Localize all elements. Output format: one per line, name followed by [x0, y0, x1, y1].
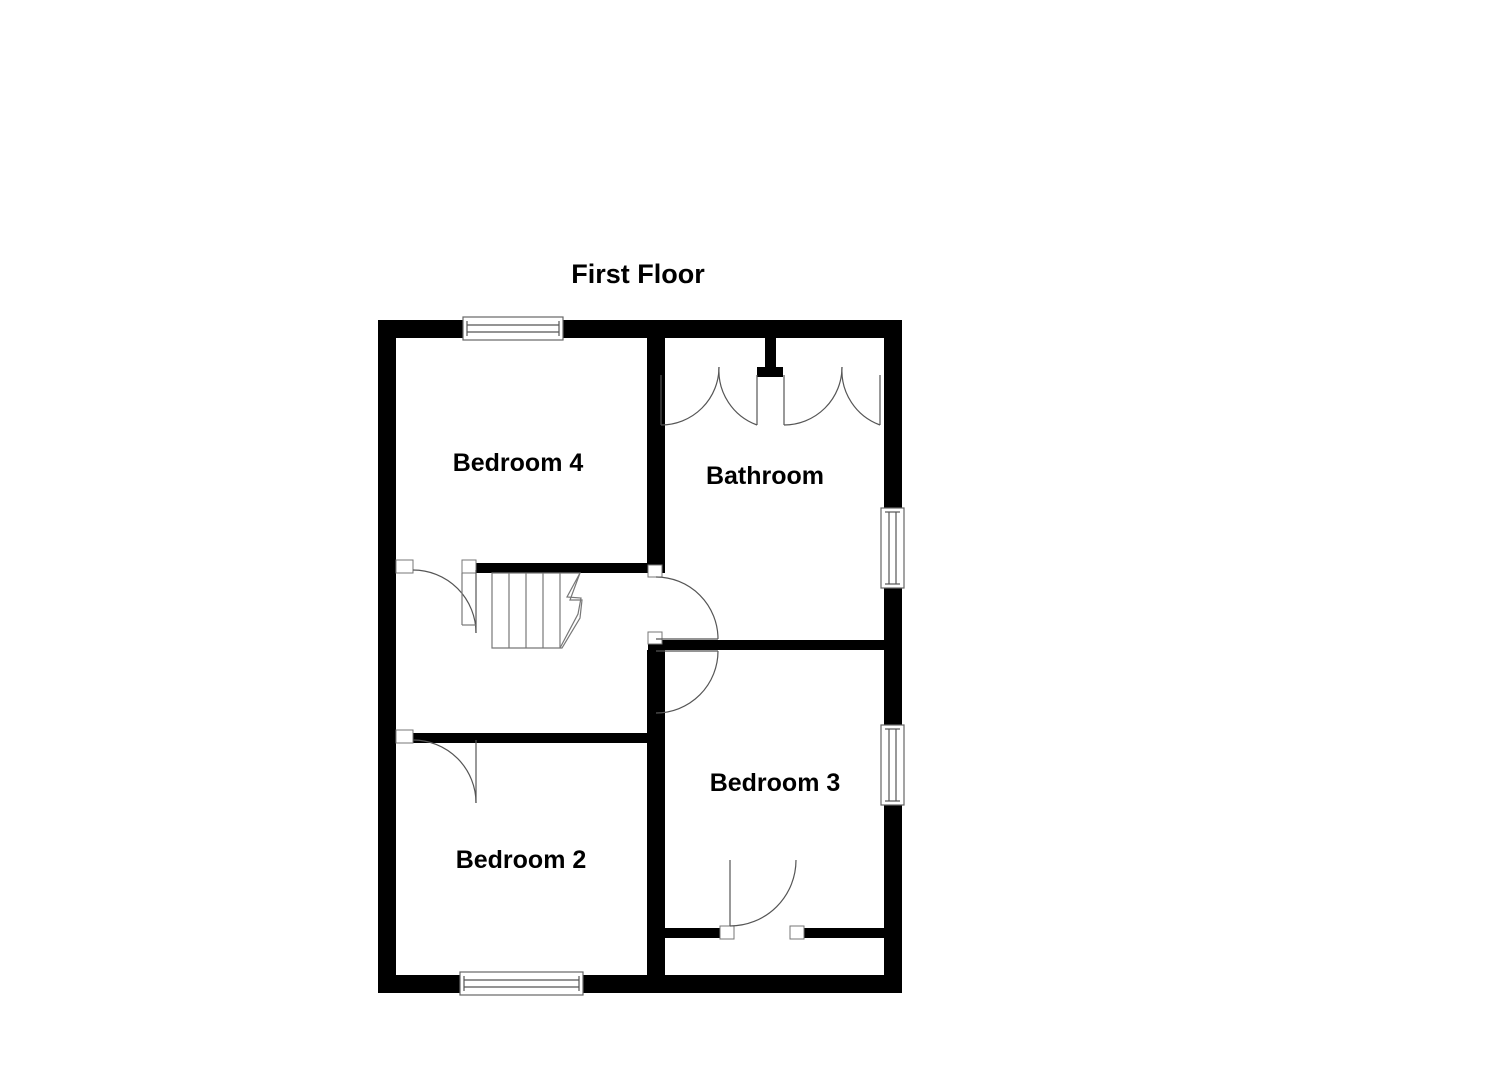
page-title: First Floor: [571, 259, 705, 289]
partition-bedroom4-bottom: [465, 563, 665, 573]
room-labels: Bedroom 4 Bathroom Bedroom 3 Bedroom 2: [453, 449, 841, 874]
door-landing-upper: [655, 576, 719, 640]
partition-bedroom3-bottom-left: [648, 928, 727, 938]
exterior-wall-bottom: [378, 975, 902, 993]
window-bathroom-right: [880, 507, 905, 589]
jamb-stair-top: [461, 559, 477, 574]
staircase: [461, 572, 583, 649]
jamb-bedroom3-left: [719, 925, 735, 940]
exterior-wall-top: [378, 320, 902, 338]
door-jambs: [395, 559, 805, 940]
exterior-walls: [378, 320, 902, 993]
room-label-bedroom-3: Bedroom 3: [710, 769, 841, 797]
closet-stub-wall: [765, 338, 776, 369]
window-bedroom2-bottom: [459, 971, 584, 996]
partition-bathroom-bottom: [648, 640, 884, 650]
jamb-bedroom3-right: [789, 925, 805, 940]
room-label-bedroom-2: Bedroom 2: [456, 846, 587, 874]
exterior-wall-right: [884, 320, 902, 993]
door-bedroom4: [412, 569, 477, 634]
jamb-bedroom4: [395, 559, 414, 574]
closet-stub-foot: [757, 367, 783, 377]
jamb-landing-lower: [647, 631, 663, 645]
closet-jamb-left: [647, 367, 661, 377]
door-closet-left: [660, 366, 758, 426]
room-label-bathroom: Bathroom: [706, 462, 824, 490]
jamb-bedroom2: [395, 729, 414, 744]
door-bedroom3: [729, 859, 797, 927]
door-bedroom2: [412, 739, 477, 804]
exterior-wall-left: [378, 320, 396, 993]
door-landing-lower: [655, 650, 719, 714]
room-label-bedroom-4: Bedroom 4: [453, 449, 584, 477]
closet-jamb-right: [884, 367, 902, 377]
doors: [412, 366, 881, 927]
interior-walls: [413, 338, 902, 975]
door-closet-right: [783, 366, 881, 426]
window-bedroom3-right: [880, 724, 905, 806]
window-bedroom4-top: [462, 316, 564, 341]
partition-bedroom2-top: [413, 733, 648, 743]
jamb-landing-upper: [647, 564, 663, 578]
partition-vertical-center-lower: [647, 650, 665, 975]
partition-bedroom3-bottom-right: [797, 928, 884, 938]
windows: [459, 316, 905, 996]
